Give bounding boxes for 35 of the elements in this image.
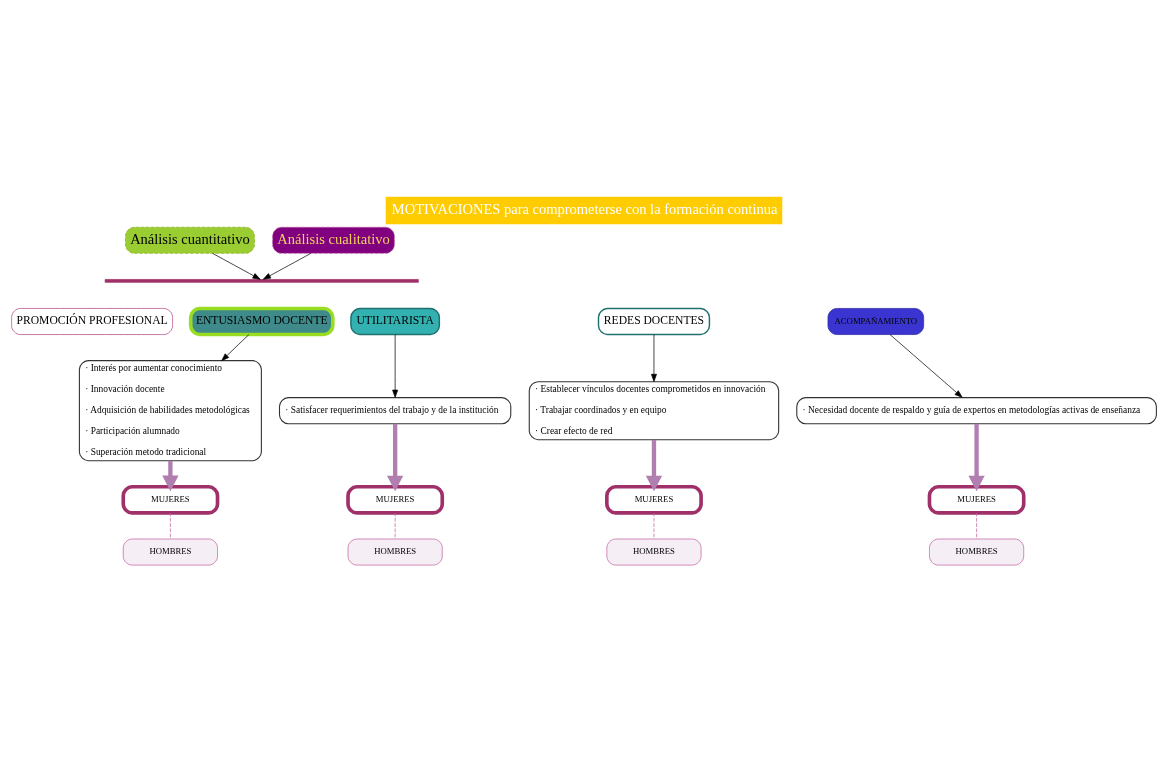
node-box: MUJERES xyxy=(121,484,220,515)
node-box: ACOMPAÑAMIENTO xyxy=(827,307,925,335)
connector xyxy=(653,512,655,539)
connector xyxy=(170,512,171,539)
node-box: HOMBRES xyxy=(606,538,702,565)
node-bar xyxy=(104,278,419,283)
arrow xyxy=(212,252,261,280)
arrow xyxy=(392,333,399,398)
node-box: PROMOCIÓN PROFESIONAL xyxy=(11,307,173,335)
arrow xyxy=(889,333,963,398)
node-box: Análisis cuantitativo xyxy=(125,226,255,254)
arrow xyxy=(221,333,250,361)
node-box: MUJERES xyxy=(927,484,1026,515)
arrow xyxy=(162,460,179,491)
connector xyxy=(976,512,977,539)
node-box: MUJERES xyxy=(346,484,445,515)
node-box: UTILITARISTA xyxy=(350,307,441,335)
node-box: HOMBRES xyxy=(122,538,218,565)
arrow xyxy=(968,423,985,491)
connector xyxy=(394,512,396,539)
node-box: HOMBRES xyxy=(929,538,1025,565)
node-box: · Interés por aumentar conocimiento · Innovación docente · Adquisición de habilidades metodológicas · Participación alumnado · Superación metodo tradicional xyxy=(78,359,262,461)
arrow xyxy=(262,252,312,280)
diagram-title: MOTIVACIONES para comprometerse con la formación continua xyxy=(391,200,778,217)
arrow xyxy=(386,423,404,491)
arrow xyxy=(651,333,657,382)
node-box: Análisis cualitativo xyxy=(272,226,395,254)
node-box: ENTUSIASMO DOCENTE xyxy=(188,306,335,336)
node-box: MUJERES xyxy=(605,484,703,515)
node-box: REDES DOCENTES xyxy=(597,307,711,335)
node-box: · Necesidad docente de respaldo y guía de expertos en metodologías activas de enseñanza xyxy=(796,396,1157,424)
arrow xyxy=(645,439,663,491)
node-box: · Satisfacer requerimientos del trabajo y de la institución xyxy=(278,396,512,424)
node-box: · Establecer vínculos docentes comprometidos en innovación · Trabajar coordinados y en equipo · Crear efecto de red xyxy=(528,380,780,440)
node-box: HOMBRES xyxy=(347,538,443,565)
